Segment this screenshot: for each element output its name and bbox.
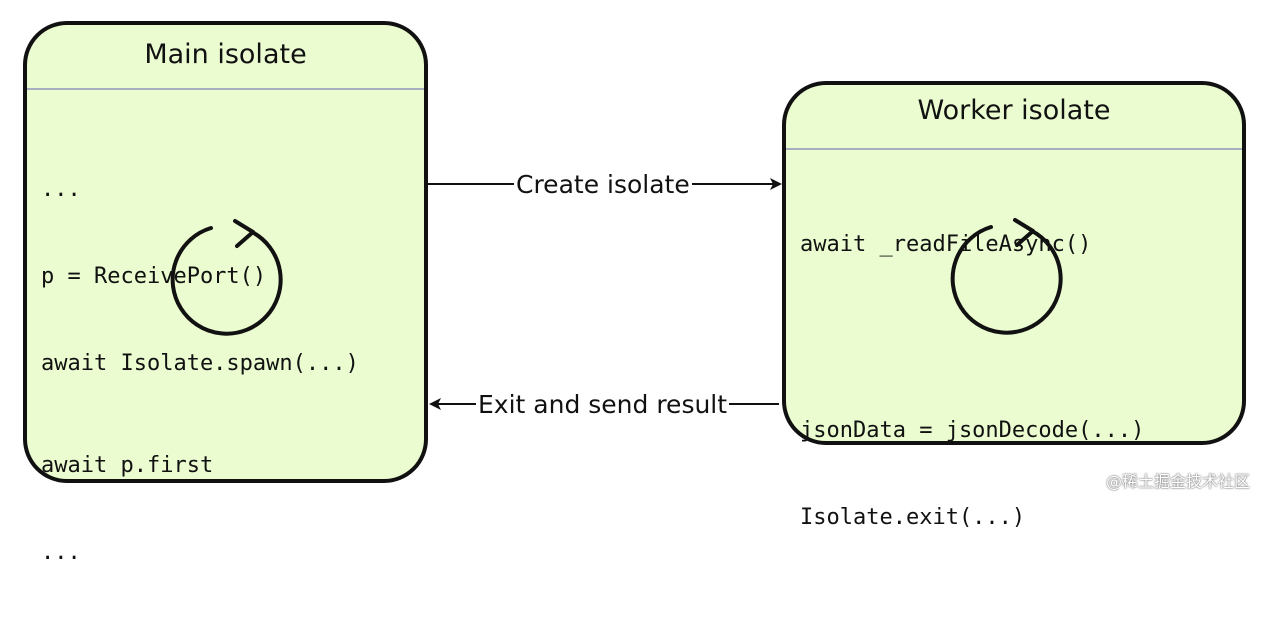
worker-isolate-divider bbox=[786, 148, 1242, 150]
code-line: Isolate.exit(...) bbox=[800, 505, 1026, 530]
exit-and-send-result-label: Exit and send result bbox=[476, 390, 730, 419]
worker-isolate-title: Worker isolate bbox=[917, 95, 1111, 126]
worker-isolate-box: Worker isolate await _readFileAsync() js… bbox=[782, 81, 1246, 530]
clockwise-cycle-icon bbox=[950, 218, 1063, 335]
clockwise-cycle-icon bbox=[170, 219, 283, 336]
code-line: await p.first bbox=[41, 453, 214, 478]
code-line: await Isolate.spawn(...) bbox=[41, 351, 359, 376]
code-line: ... bbox=[41, 177, 81, 202]
worker-isolate-code-bottom: jsonData = jsonDecode(...) Isolate.exit(… bbox=[800, 358, 1144, 590]
main-isolate-title: Main isolate bbox=[144, 39, 307, 70]
main-isolate-box: Main isolate ... p = ReceivePort() await… bbox=[23, 21, 428, 565]
code-line: jsonData = jsonDecode(...) bbox=[800, 418, 1145, 443]
code-line: ... bbox=[41, 540, 81, 565]
create-isolate-label: Create isolate bbox=[514, 170, 692, 199]
watermark: @稀土掘金技术社区 bbox=[1105, 472, 1250, 491]
main-isolate-code-bottom: await p.first ... bbox=[41, 393, 213, 625]
code-line: p = ReceivePort() bbox=[41, 264, 267, 289]
main-isolate-code-top: ... p = ReceivePort() await Isolate.spaw… bbox=[41, 117, 359, 436]
main-isolate-divider bbox=[27, 88, 424, 90]
